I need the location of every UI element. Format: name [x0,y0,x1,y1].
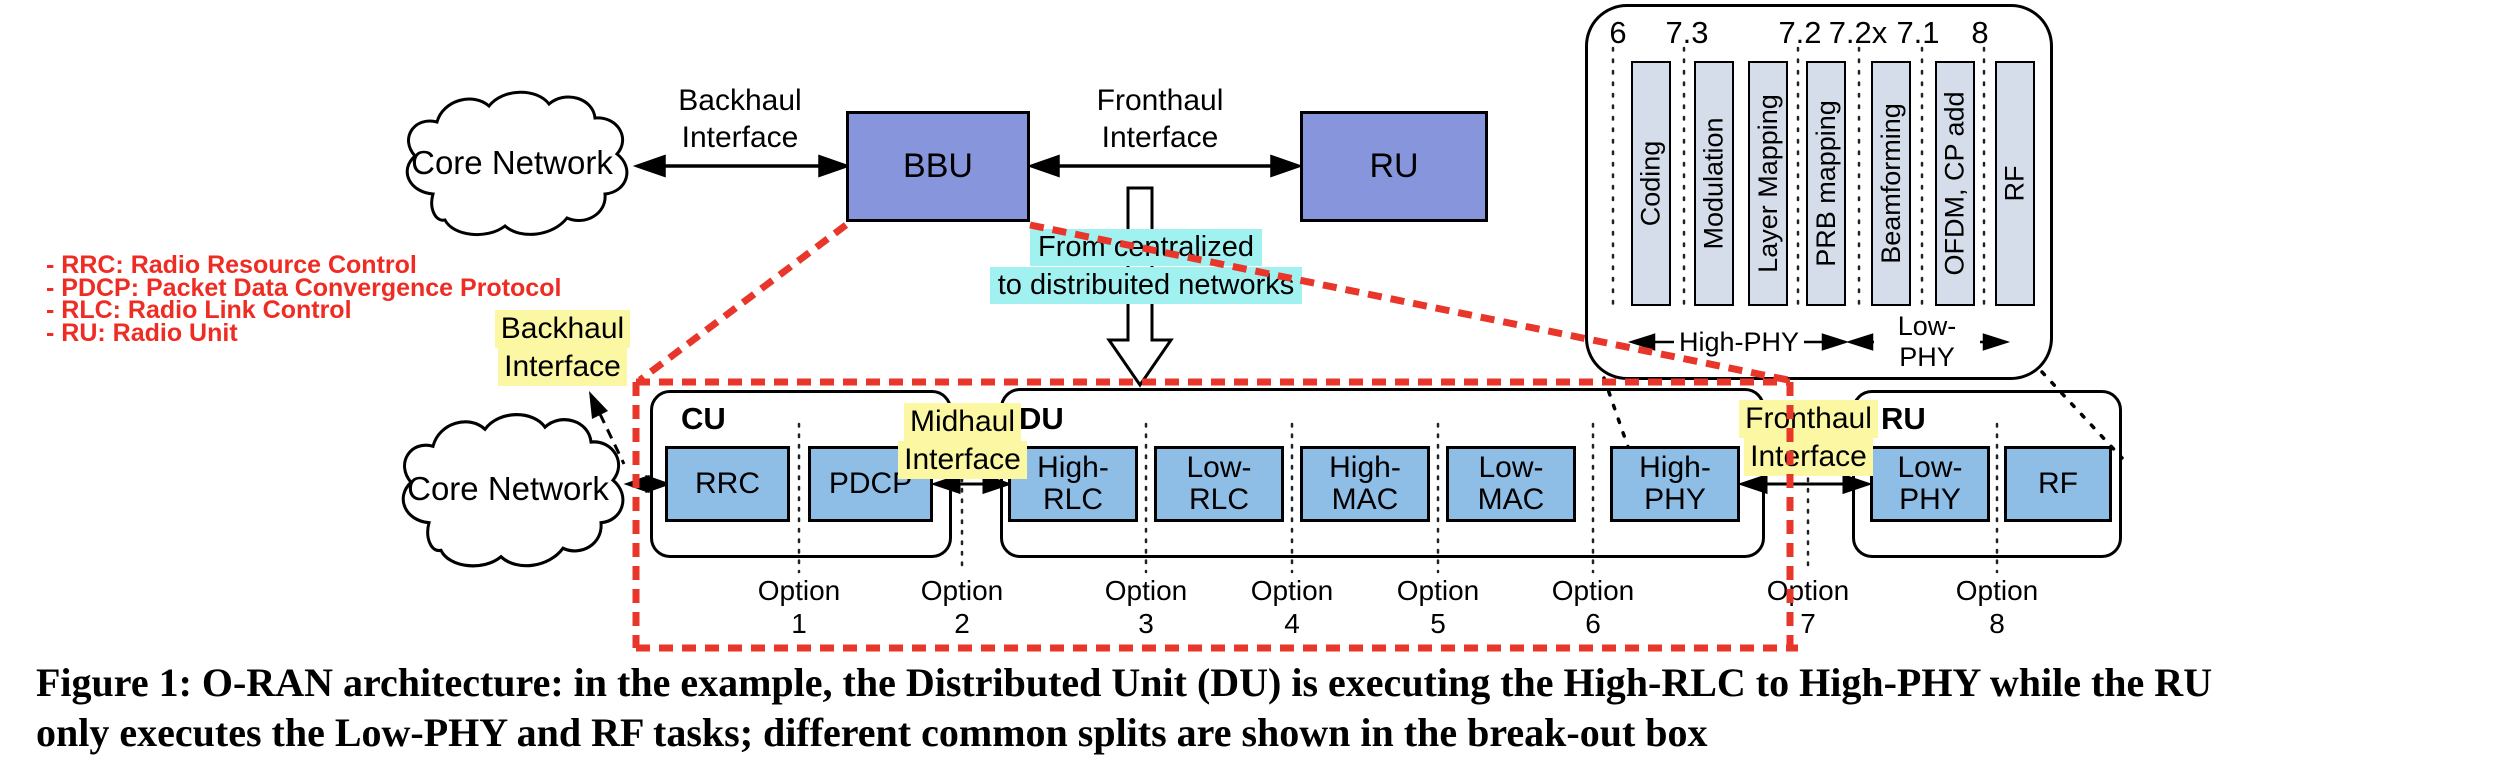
low-mac-box: Low- MAC [1446,446,1576,522]
split-label: 7.1 [1896,15,1940,50]
midhaul-interface-highlight: Midhaul Interface [880,403,1045,479]
function-block-coding: Coding [1631,61,1671,306]
caption-line-2: only executes the Low-PHY and RF tasks; … [36,710,1708,755]
function-block-beamforming: Beamforming [1871,61,1911,306]
fronthaul-interface-text: Fronthaul Interface [1096,84,1224,154]
split-label: 7.3 [1665,15,1709,50]
function-block-prb-mapping: PRB mapping [1806,61,1846,306]
high-rlc-box: High- RLC [1008,446,1138,522]
core-network-label-top: Core Network [411,144,613,181]
legend: - RRC: Radio Resource Control - PDCP: Pa… [46,251,562,347]
rf-box: RF [2004,446,2112,522]
function-block-layer-mapping: Layer Mapping [1748,61,1788,306]
function-block-ofdm-cp-add: OFDM, CP add [1935,61,1975,306]
legend-item: - RRC: Radio Resource Control [46,251,417,279]
pdcp-box: PDCP [808,446,933,522]
low-phy-box: Low- PHY [1870,446,1990,522]
transition-note: From centralized to distribuited network… [960,229,1332,304]
legend-item: - RU: Radio Unit [46,318,238,347]
core-network-label-bottom: Core Network [407,470,609,507]
fronthaul-interface-highlight: Fronthaul Interface [1726,400,1891,476]
backhaul-callout-dashed-arrow [589,391,626,465]
rrc-box: RRC [665,446,790,522]
du-title: DU [1019,401,1064,436]
split-label: 7.2x [1828,15,1888,50]
low-rlc-box: Low- RLC [1154,446,1284,522]
figure-caption: Figure 1: O-RAN architecture: in the exa… [36,658,2486,758]
function-block-modulation: Modulation [1694,61,1734,306]
caption-line-1: Figure 1: O-RAN architecture: in the exa… [36,660,2213,705]
cu-title: CU [681,401,726,436]
breakout-box: 6 7.3 7.2 7.2x 7.1 8 Coding Modulation L… [1585,4,2053,380]
legend-item: - RLC: Radio Link Control [46,296,352,324]
high-mac-box: High- MAC [1300,446,1430,522]
function-block-rf: RF [1995,61,2035,306]
split-label: 7.2 [1778,15,1822,50]
split-label: 8 [1971,15,1989,50]
backhaul-interface-text: Backhaul Interface [678,84,802,154]
ru-box-top: RU [1300,111,1488,222]
ru-title: RU [1881,401,1926,436]
bbu-box: BBU [846,111,1030,222]
high-phy-range-label: High-PHY [1674,327,1804,357]
backhaul-arrow [632,154,852,178]
backhaul-interface-highlight: Backhaul Interface [480,310,645,386]
fronthaul-arrow [1026,154,1304,178]
high-phy-box: High- PHY [1610,446,1740,522]
split-label: 6 [1609,15,1627,50]
low-phy-range-label: Low-PHY [1874,311,1980,372]
legend-item: - PDCP: Packet Data Convergence Protocol [46,273,562,302]
